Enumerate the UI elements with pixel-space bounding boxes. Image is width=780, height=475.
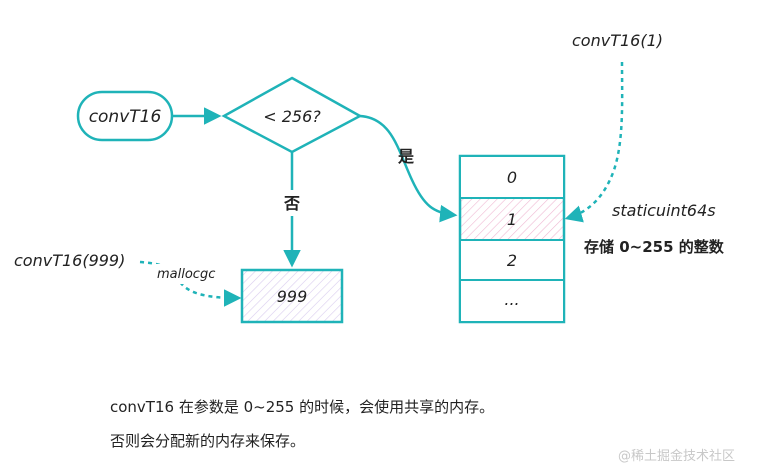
note-line-2: 否则会分配新的内存来保存。 — [110, 432, 305, 450]
array-cell-3 — [459, 279, 565, 323]
note-line-1: convT16 在参数是 0~255 的时候，会使用共享的内存。 — [110, 398, 494, 416]
array-cell-2 — [459, 239, 565, 281]
call-one-label: convT16(1) — [572, 31, 663, 50]
decision-label: < 256? — [263, 107, 321, 126]
edge-yes — [359, 114, 458, 223]
array-cell-1-fill — [460, 198, 564, 240]
array-cells: 0 1 2 ... — [459, 155, 565, 323]
alloc-box-fill — [242, 270, 342, 322]
alloc-box-label: 999 — [277, 287, 308, 306]
array-cell-2-label: 2 — [507, 251, 517, 270]
call-999-label: convT16(999) — [14, 251, 125, 270]
watermark: @稀土掘金技术社区 — [618, 448, 735, 464]
mallocgc-label: mallocgc — [157, 267, 215, 282]
start-label: convT16 — [89, 107, 162, 127]
array-cell-1-label: 1 — [507, 210, 517, 229]
edge-yes-label: 是 — [397, 147, 414, 166]
array-cell-0-label: 0 — [507, 168, 517, 187]
edge-no-label-bg — [280, 190, 304, 216]
alloc-box — [240, 268, 344, 324]
array-cell-3-label: ... — [504, 290, 519, 309]
static-name-label: staticuint64s — [612, 201, 716, 220]
static-desc-label: 存储 0~255 的整数 — [584, 238, 725, 256]
edge-call-999 — [139, 260, 242, 307]
mallocgc-label-bg — [152, 264, 222, 284]
edge-no-label: 否 — [283, 194, 300, 213]
edge-call-one — [564, 61, 624, 223]
